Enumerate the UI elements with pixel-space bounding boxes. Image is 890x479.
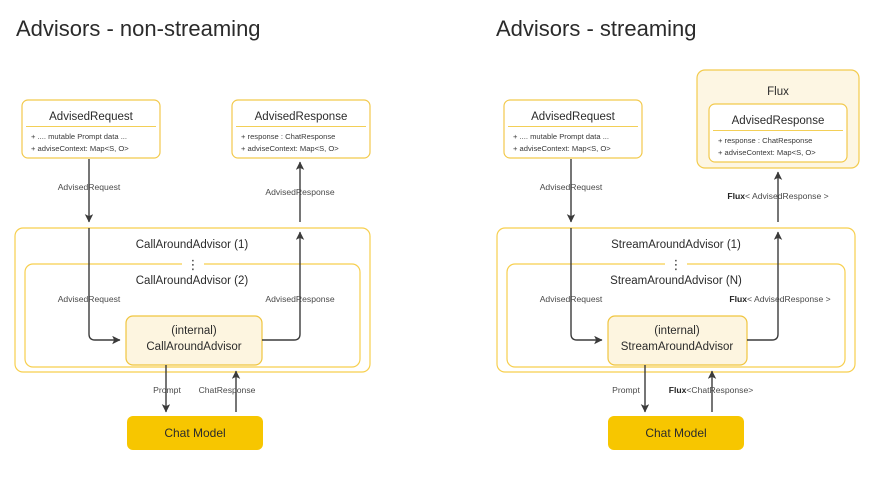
edge-label-request-top-streaming: AdvisedRequest (540, 182, 603, 192)
advised-response-attr-1-streaming: + adviseContext: Map<S, O> (718, 148, 816, 157)
chat-model-shape-streaming (608, 416, 744, 450)
flux-wrapper-label: Flux (767, 86, 789, 98)
panel-title-non-streaming: Advisors - non-streaming (16, 16, 261, 41)
advised-request-box-shape (21, 99, 161, 159)
ellipsis-mask-non-streaming (182, 257, 204, 271)
chat-model-box-streaming: Chat Model (608, 416, 744, 450)
inner-advisor-label-streaming: StreamAroundAdvisor (N) (610, 275, 742, 287)
outer-advisor-label-streaming: StreamAroundAdvisor (1) (611, 239, 741, 251)
panel-title-streaming: Advisors - streaming (496, 16, 697, 41)
edge-label-response-top-non-streaming: AdvisedResponse (265, 187, 334, 197)
advised-request-title: AdvisedRequest (49, 111, 134, 123)
edge-label-response-top-streaming-prefix: Flux (727, 191, 745, 201)
vertical-ellipsis-streaming: ⋮ (670, 257, 683, 272)
ellipsis-mask-streaming (665, 257, 687, 271)
edge-label-request-top-non-streaming: AdvisedRequest (58, 182, 121, 192)
advised-request-class-box: AdvisedRequest + .... mutable Prompt dat… (21, 99, 161, 159)
edge-label-prompt-non-streaming: Prompt (153, 385, 181, 395)
internal-advisor-line1-non-streaming: (internal) (171, 325, 217, 337)
edge-response-inner-streaming (747, 231, 783, 341)
edge-label-response-top-streaming: Flux< AdvisedResponse > (727, 191, 828, 201)
edge-label-model-response-streaming-text: <ChatResponse> (686, 385, 753, 395)
flux-wrapper-box: Flux AdvisedResponse + response : ChatRe… (696, 69, 860, 169)
edge-request-inner-streaming (570, 228, 603, 345)
edge-label-request-inner-non-streaming: AdvisedRequest (58, 294, 121, 304)
edge-label-response-inner-streaming: Flux< AdvisedResponse > (729, 294, 830, 304)
edge-label-model-response-streaming: Flux<ChatResponse> (669, 385, 754, 395)
internal-advisor-box-non-streaming: (internal) CallAroundAdvisor (125, 315, 263, 366)
advised-request-title-streaming: AdvisedRequest (531, 111, 616, 123)
chat-model-box-non-streaming: Chat Model (127, 416, 263, 450)
edge-label-prompt-streaming: Prompt (612, 385, 640, 395)
outer-advisor-group-non-streaming (14, 227, 371, 373)
advised-response-attr-1: + adviseContext: Map<S, O> (241, 144, 339, 153)
panel-non-streaming: Advisors - non-streaming AdvisedRequest … (14, 16, 371, 450)
panel-streaming: Advisors - streaming AdvisedRequest + ..… (496, 16, 860, 450)
advised-request-attr-1-streaming: + adviseContext: Map<S, O> (513, 144, 611, 153)
edge-label-response-inner-non-streaming: AdvisedResponse (265, 294, 334, 304)
internal-advisor-box-streaming: (internal) StreamAroundAdvisor (607, 315, 748, 366)
advised-request-class-box-streaming: AdvisedRequest + .... mutable Prompt dat… (503, 99, 643, 159)
advised-response-attr-0-streaming: + response : ChatResponse (718, 136, 812, 145)
edge-label-request-inner-streaming: AdvisedRequest (540, 294, 603, 304)
chat-model-label-streaming: Chat Model (645, 426, 706, 440)
internal-advisor-line2-streaming: StreamAroundAdvisor (621, 341, 734, 353)
advised-request-attr-0-streaming: + .... mutable Prompt data ... (513, 132, 609, 141)
advised-request-attr-0: + .... mutable Prompt data ... (31, 132, 127, 141)
vertical-ellipsis-non-streaming: ⋮ (187, 257, 200, 272)
chat-model-label-non-streaming: Chat Model (164, 426, 225, 440)
advised-response-class-box: AdvisedResponse + response : ChatRespons… (231, 99, 371, 159)
edge-label-response-top-streaming-text: < AdvisedResponse > (745, 191, 829, 201)
outer-advisor-group-streaming (496, 227, 856, 373)
edge-label-response-inner-streaming-prefix: Flux (729, 294, 747, 304)
chat-model-shape-non-streaming (127, 416, 263, 450)
advised-response-title-streaming: AdvisedResponse (732, 115, 825, 127)
edge-label-model-response-non-streaming: ChatResponse (199, 385, 256, 395)
edge-response-inner-non-streaming (262, 231, 305, 341)
advised-request-attr-1: + adviseContext: Map<S, O> (31, 144, 129, 153)
outer-advisor-label-non-streaming: CallAroundAdvisor (1) (136, 239, 249, 251)
inner-advisor-label-non-streaming: CallAroundAdvisor (2) (136, 275, 249, 287)
advised-response-box-shape-streaming (708, 103, 848, 163)
advised-request-box-shape-streaming (503, 99, 643, 159)
advised-response-attr-0: + response : ChatResponse (241, 132, 335, 141)
internal-advisor-line1-streaming: (internal) (654, 325, 700, 337)
edge-request-inner-non-streaming (88, 228, 121, 345)
advised-response-title: AdvisedResponse (255, 111, 348, 123)
internal-advisor-line2-non-streaming: CallAroundAdvisor (146, 341, 241, 353)
edge-label-response-inner-streaming-text: < AdvisedResponse > (747, 294, 831, 304)
advised-response-box-shape (231, 99, 371, 159)
edge-label-model-response-streaming-prefix: Flux (669, 385, 687, 395)
